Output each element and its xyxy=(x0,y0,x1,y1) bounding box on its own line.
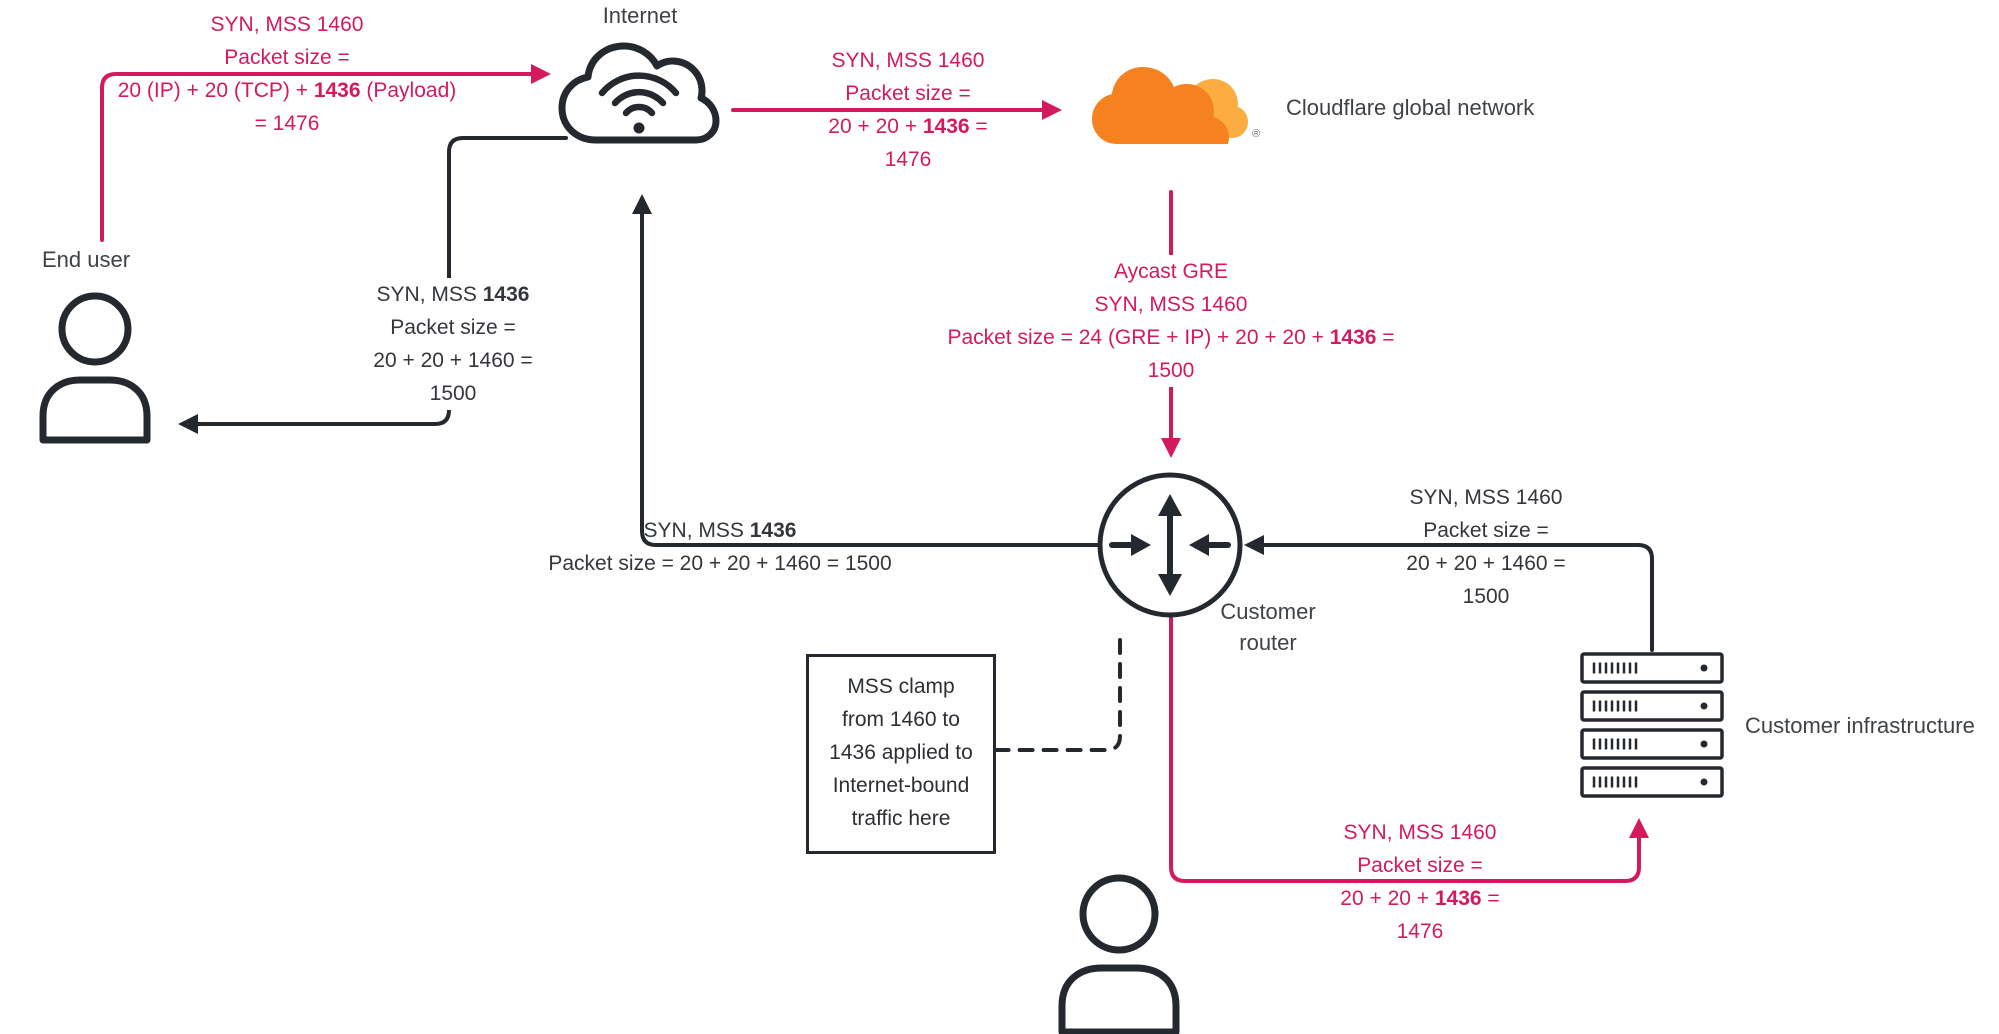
server-unit xyxy=(1580,652,1724,684)
packet-label-router-to-infrastructure: SYN, MSS 1460 Packet size = 20 + 20 + 14… xyxy=(1340,816,1499,948)
label-line: 1500 xyxy=(1147,359,1195,382)
packet-label-router-to-internet: SYN, MSS 1436 Packet size = 20 + 20 + 14… xyxy=(548,514,891,580)
server-ticks xyxy=(1592,776,1638,788)
cloudflare-label: Cloudflare global network xyxy=(1286,92,1534,123)
end-user-head xyxy=(58,292,132,366)
router-arrows xyxy=(1109,494,1231,596)
cloudflare-logo-icon xyxy=(1092,67,1248,144)
packet-label-internet-to-end-user: SYN, MSS 1436 Packet size = 20 + 20 + 14… xyxy=(365,278,541,410)
clamp-note-line: 1436 applied to xyxy=(829,741,973,764)
customer-router-label: Customer router xyxy=(1220,596,1315,658)
cloud-outline xyxy=(558,42,720,144)
internet-label: Internet xyxy=(603,0,678,31)
customer-infrastructure-label: Customer infrastructure xyxy=(1745,710,1975,741)
label-line: Packet size = xyxy=(390,316,516,339)
wifi-arc-middle xyxy=(611,88,667,107)
server-unit xyxy=(1580,728,1724,760)
wifi-dot xyxy=(633,122,645,134)
label-line: 1500 xyxy=(1462,585,1510,608)
end-user-icon xyxy=(39,292,151,444)
label-line: 1476 xyxy=(1396,920,1444,943)
label-line: SYN, MSS 1460 xyxy=(1343,821,1497,844)
label-line: SYN, MSS 1460 xyxy=(1094,293,1248,316)
cloudflare-label-text: Cloudflare global network xyxy=(1286,95,1535,120)
server-led xyxy=(1700,778,1708,786)
label-line: Aycast GRE xyxy=(1114,260,1228,283)
label-line: SYN, MSS 1460 xyxy=(210,13,364,36)
bottom-user-icon xyxy=(1058,874,1180,1034)
arrow-router-to-infrastructure xyxy=(1169,615,1649,883)
label-line: SYN, MSS 1436 xyxy=(643,519,797,542)
customer-router-icon xyxy=(1097,472,1243,618)
arrow-user-to-internet xyxy=(100,64,551,242)
label-line: 20 + 20 + 1436 = xyxy=(1340,887,1500,910)
label-line: 20 (IP) + 20 (TCP) + 1436 (Payload) xyxy=(117,79,457,102)
server-led xyxy=(1700,664,1708,672)
label-line: Packet size = xyxy=(224,46,350,69)
clamp-note-line: traffic here xyxy=(851,807,951,830)
bottom-user-head xyxy=(1079,874,1159,954)
cloudflare-cloud-front xyxy=(1092,67,1229,144)
label-line: 20 + 20 + 1460 = xyxy=(373,349,533,372)
packet-label-cloudflare-to-router: Aycast GRE SYN, MSS 1460 Packet size = 2… xyxy=(939,255,1403,387)
mss-clamp-note-box: MSS clamp from 1460 to 1436 applied to I… xyxy=(806,654,996,854)
wifi-arc-inner xyxy=(622,103,656,117)
label-line: 1476 xyxy=(884,148,932,171)
label-line: 20 + 20 + 1460 = xyxy=(1406,552,1566,575)
label-line: Packet size = 20 + 20 + 1460 = 1500 xyxy=(548,552,892,575)
label-line: SYN, MSS 1460 xyxy=(831,49,985,72)
server-ticks xyxy=(1592,700,1638,712)
customer-router-label-line1: Customer xyxy=(1220,599,1316,624)
packet-label-internet-to-cloudflare: SYN, MSS 1460 Packet size = 20 + 20 + 14… xyxy=(828,44,987,176)
label-line: = 1476 xyxy=(254,112,320,135)
label-line: Packet size = 24 (GRE + IP) + 20 + 20 + … xyxy=(947,326,1395,349)
internet-label-text: Internet xyxy=(602,3,678,28)
label-line: Packet size = xyxy=(845,82,971,105)
infrastructure-servers-icon xyxy=(1580,652,1724,798)
server-unit xyxy=(1580,690,1724,722)
end-user-label-text: End user xyxy=(42,247,131,272)
server-unit xyxy=(1580,766,1724,798)
clamp-note-line: from 1460 to xyxy=(842,708,960,731)
label-line: SYN, MSS 1436 xyxy=(376,283,530,306)
server-led xyxy=(1700,702,1708,710)
arrow-router-to-internet xyxy=(632,194,1102,547)
end-user-label: End user xyxy=(42,244,130,275)
clamp-note-line: Internet-bound xyxy=(832,774,970,797)
label-line: 20 + 20 + 1436 = xyxy=(828,115,988,138)
label-line: Packet size = xyxy=(1357,854,1483,877)
bottom-user-body xyxy=(1058,964,1180,1034)
arrow-infrastructure-to-router xyxy=(1244,535,1654,652)
wifi-arc-outer xyxy=(598,72,680,97)
customer-router-label-line2: router xyxy=(1239,630,1297,655)
packet-label-infrastructure-to-router: SYN, MSS 1460 Packet size = 20 + 20 + 14… xyxy=(1406,481,1565,613)
server-ticks xyxy=(1592,662,1638,674)
customer-infrastructure-label-text: Customer infrastructure xyxy=(1745,713,1975,738)
label-line: 1500 xyxy=(429,382,477,405)
clamp-note-line: MSS clamp xyxy=(847,675,955,698)
server-ticks xyxy=(1592,738,1638,750)
end-user-body xyxy=(39,376,151,444)
clamp-connector-dashed-line xyxy=(994,638,1122,752)
packet-label-user-to-internet: SYN, MSS 1460 Packet size = 20 (IP) + 20… xyxy=(118,8,457,140)
cloudflare-trademark: ® xyxy=(1252,128,1261,140)
server-led xyxy=(1700,740,1708,748)
label-line: SYN, MSS 1460 xyxy=(1409,486,1563,509)
label-line: Packet size = xyxy=(1423,519,1549,542)
internet-cloud-icon xyxy=(558,42,720,144)
